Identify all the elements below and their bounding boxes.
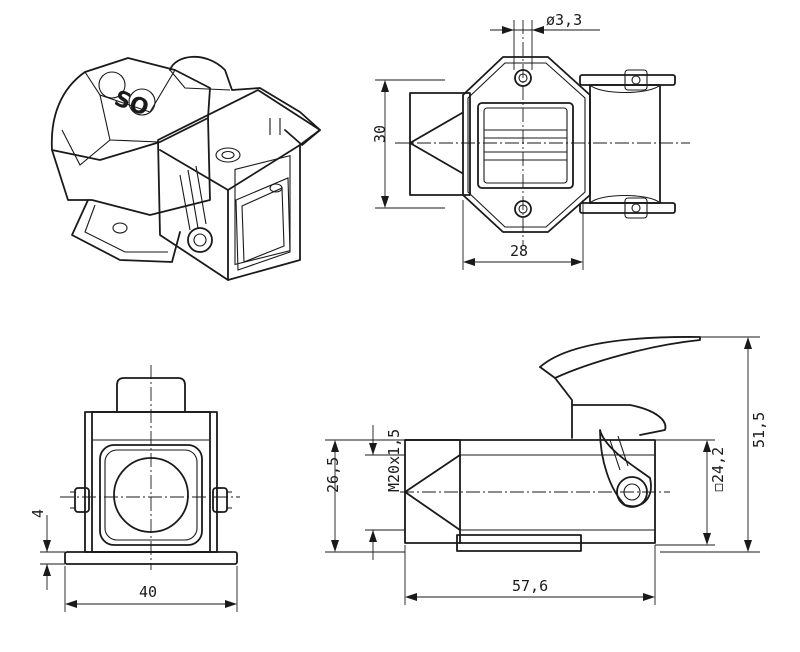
side-view <box>325 336 760 605</box>
dim-height-30: 30 <box>371 125 389 143</box>
logo-text: SO <box>111 86 152 121</box>
dim-hole-diameter: ø3,3 <box>546 11 582 29</box>
dim-height-26-5: 26,5 <box>324 457 342 493</box>
dim-size-24-2: ◻24,2 <box>709 447 727 492</box>
dim-height-51-5: 51,5 <box>750 412 768 448</box>
dim-flange-4: 4 <box>29 509 47 518</box>
isometric-view <box>50 55 321 281</box>
top-view <box>375 20 690 270</box>
dim-thread-m20: M20x1,5 <box>385 429 403 492</box>
logo-mark <box>98 71 156 116</box>
dim-width-40: 40 <box>139 583 157 601</box>
dim-width-28: 28 <box>510 242 528 260</box>
dim-length-57-6: 57,6 <box>512 577 548 595</box>
front-view <box>40 365 240 612</box>
